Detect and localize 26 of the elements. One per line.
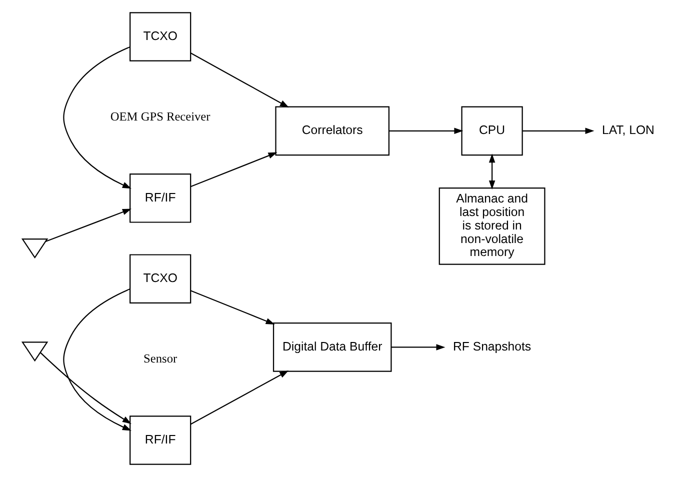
arrow [39,352,131,424]
node-box: Correlators [274,106,389,156]
arrow [388,128,463,134]
arrow [62,288,131,431]
node-antenna [20,342,48,362]
arrow [190,52,288,108]
arrow [488,154,495,190]
arrow [522,128,594,134]
node-antenna [20,238,48,259]
node-box: RF/IF [129,416,191,465]
node-box: Digital Data Buffer [272,322,392,372]
node-box: RF/IF [129,174,191,223]
node-text: RF Snapshots [452,339,531,354]
node-text: LAT, LON [601,123,654,138]
label: Sensor [143,352,177,366]
arrow [62,46,131,189]
arrow [390,344,445,350]
arrow [190,290,274,324]
arrow [44,208,131,242]
node-box: TCXO [129,254,191,304]
label: OEM GPS Receiver [110,110,210,124]
arrow [190,152,277,188]
arrow [190,370,288,425]
node-box: TCXO [129,12,191,62]
node-box: CPU [460,106,522,156]
node-box: Almanac and last position is stored in non-volatile memory [438,188,545,265]
